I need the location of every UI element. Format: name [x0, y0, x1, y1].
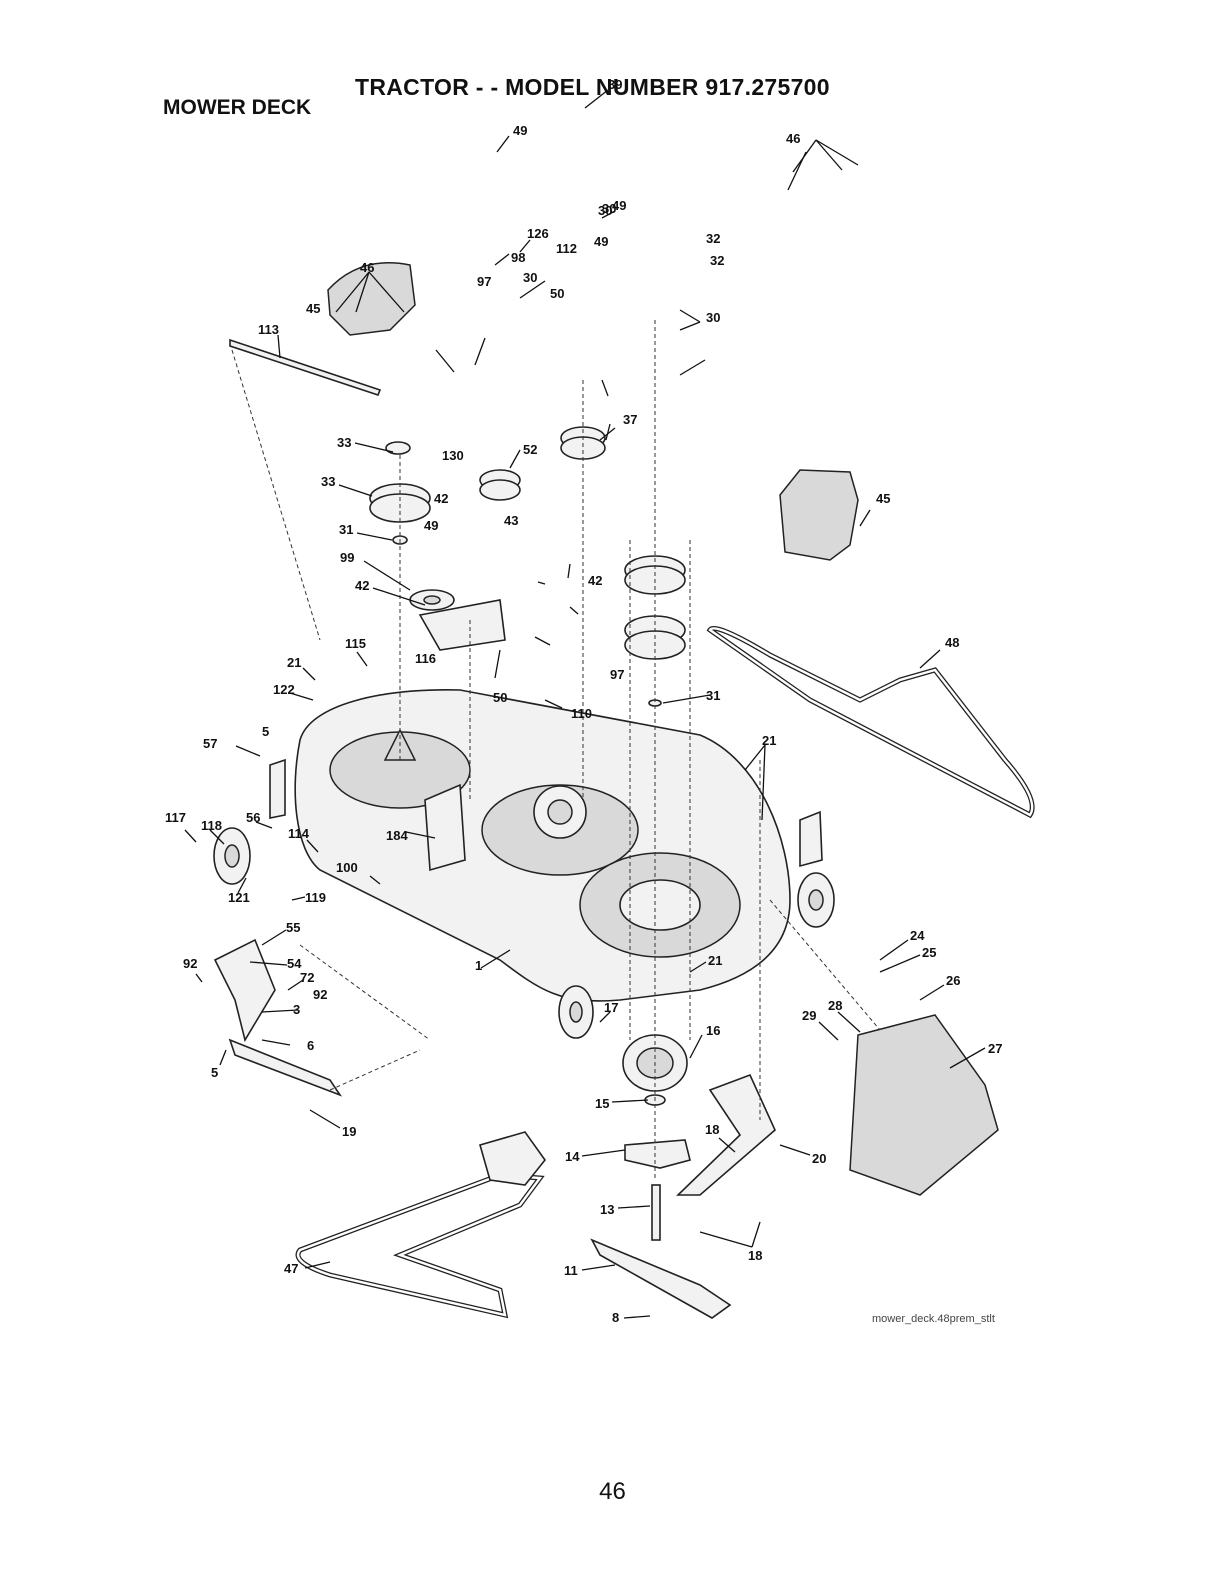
callout: 30: [598, 203, 612, 218]
callout: 112: [556, 241, 577, 256]
callout: 47: [284, 1261, 298, 1276]
callout: 28: [828, 998, 842, 1013]
callout: 43: [504, 513, 518, 528]
callout: 49: [594, 234, 608, 249]
callout: 50: [493, 690, 507, 705]
callout: 110: [571, 706, 592, 721]
callout: 98: [511, 250, 525, 265]
callout: 42: [434, 491, 448, 506]
callout-leaders: [184, 89, 986, 1319]
callout: 5: [211, 1065, 218, 1080]
deck-brackets: [213, 758, 823, 1097]
callout: 18: [748, 1248, 762, 1263]
callout: 49: [424, 518, 438, 533]
callout: 17: [604, 1000, 618, 1015]
mower-deck-shell: [294, 689, 791, 1002]
deck-wheels: [213, 827, 835, 1039]
callout: 32: [710, 253, 724, 268]
callout: 45: [876, 491, 890, 506]
callout: 21: [762, 733, 776, 748]
callout: 115: [345, 636, 366, 651]
callout: 31: [706, 688, 720, 703]
drive-belts: [295, 625, 1035, 1319]
section-title: MOWER DECK: [163, 96, 312, 119]
callout: 56: [246, 810, 260, 825]
callout: 14: [565, 1149, 580, 1164]
callout: 30: [523, 270, 537, 285]
callout: 42: [588, 573, 602, 588]
callout: 72: [300, 970, 314, 985]
callout: 113: [258, 322, 279, 337]
callout: 20: [812, 1151, 826, 1166]
callout: 24: [910, 928, 925, 943]
callout: 54: [287, 956, 302, 971]
callout: 25: [922, 945, 936, 960]
callout: 42: [355, 578, 369, 593]
assembly-guide-lines: [231, 320, 881, 1180]
callout: 6: [307, 1038, 314, 1053]
callout: 114: [288, 826, 310, 841]
callout: 31: [339, 522, 353, 537]
callout: 46: [360, 260, 374, 275]
page-title: TRACTOR - - MODEL NUMBER 917.275700: [355, 74, 830, 100]
callout: 30: [706, 310, 720, 325]
callout: 19: [342, 1124, 356, 1139]
callout: 29: [802, 1008, 816, 1023]
callout: 11: [564, 1263, 578, 1278]
callout: 122: [273, 682, 295, 697]
page-number: 46: [599, 1478, 626, 1505]
callout: 49: [612, 198, 626, 213]
callout: 21: [708, 953, 722, 968]
callout: 46: [786, 131, 800, 146]
callout: 26: [946, 973, 960, 988]
callout: 117: [165, 810, 186, 825]
callout: 48: [945, 635, 959, 650]
callout: 45: [306, 301, 320, 316]
callout: 130: [442, 448, 464, 463]
callout: 16: [706, 1023, 720, 1038]
callout: 15: [595, 1096, 609, 1111]
callout: 99: [340, 550, 354, 565]
discharge-chute-and-baffle: [676, 1014, 999, 1196]
left-spindle-pulleys: [327, 262, 606, 651]
callout: 33: [337, 435, 351, 450]
callout: 52: [523, 442, 537, 457]
callout: 121: [228, 890, 250, 905]
callout-labels: 46 45 33 33 31 99 42 113 115 116 21 122 …: [165, 77, 1002, 1325]
callout: 57: [203, 736, 217, 751]
callout: 1: [475, 958, 482, 973]
callout: 32: [706, 231, 720, 246]
callout: 100: [336, 860, 358, 875]
callout: 97: [610, 667, 624, 682]
callout: 13: [600, 1202, 614, 1217]
callout: 50: [550, 286, 564, 301]
callout: 3: [293, 1002, 300, 1017]
image-filename: mower_deck.48prem_stlt: [872, 1313, 995, 1325]
callout: 92: [183, 956, 197, 971]
callout: 33: [321, 474, 335, 489]
callout: 97: [477, 274, 491, 289]
callout: 18: [705, 1122, 719, 1137]
callout: 8: [612, 1310, 619, 1325]
callout: 55: [286, 920, 300, 935]
callout: 30: [602, 201, 616, 216]
callout: 39: [608, 77, 622, 92]
callout: 118: [201, 818, 222, 833]
callout: 116: [415, 651, 436, 666]
callout: 49: [513, 123, 527, 138]
callout: 21: [287, 655, 301, 670]
callout: 37: [623, 412, 637, 427]
right-spindle-cover: [779, 469, 859, 561]
linkage-rod: [229, 338, 382, 396]
callout: 126: [527, 226, 549, 241]
callout: 184: [386, 828, 408, 843]
callout: 119: [305, 890, 326, 905]
callout: 5: [262, 724, 269, 739]
callout: 92: [313, 987, 327, 1002]
callout: 27: [988, 1041, 1002, 1056]
